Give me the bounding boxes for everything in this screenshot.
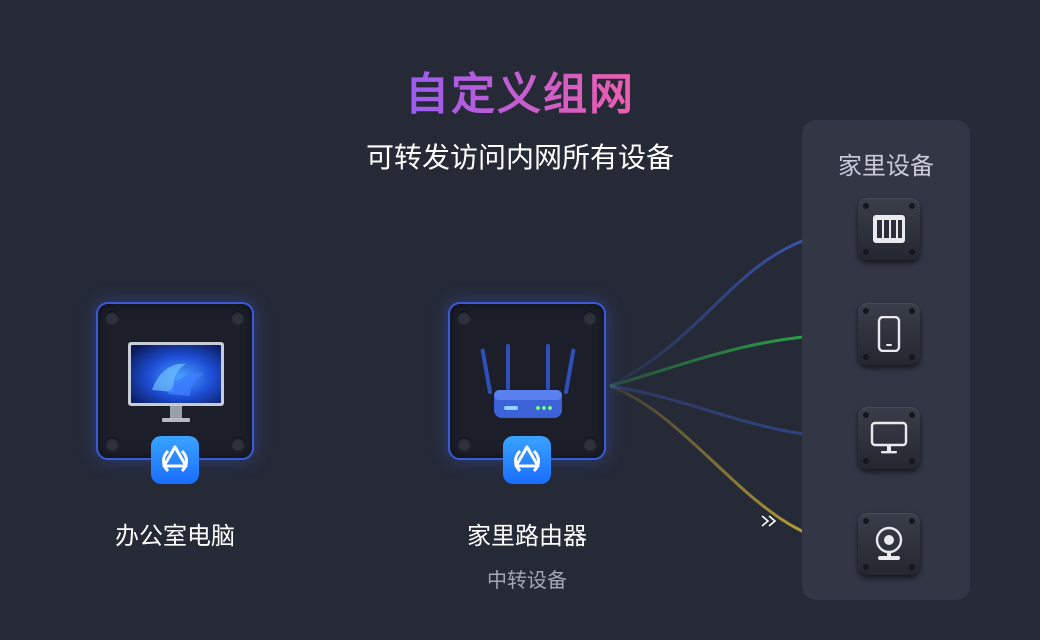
screw [105, 437, 119, 451]
screw [231, 311, 245, 325]
home-device-webcam[interactable] [858, 513, 920, 575]
office-pc-card[interactable] [96, 302, 254, 484]
app-logo-icon [503, 436, 551, 484]
home-devices-panel-title: 家里设备 [838, 152, 934, 180]
office-pc-label: 办公室电脑 [115, 522, 235, 550]
screw [583, 437, 597, 451]
router-icon [480, 344, 576, 418]
phone-icon [877, 316, 901, 352]
home-router-card[interactable] [448, 302, 606, 484]
screw [105, 311, 119, 325]
screw [457, 311, 471, 325]
nas-server-icon [873, 215, 905, 243]
page-subtitle: 可转发访问内网所有设备 [365, 141, 674, 174]
home-device-phone[interactable] [858, 303, 920, 365]
home-device-monitor[interactable] [858, 407, 920, 469]
home-router-sublabel: 中转设备 [487, 568, 567, 592]
tunnel-lines [258, 357, 444, 414]
app-logo-icon [151, 436, 199, 484]
chevron-right-icon [761, 515, 777, 527]
screw [231, 437, 245, 451]
desktop-monitor-icon [128, 342, 224, 422]
monitor-icon [870, 421, 908, 454]
screw [457, 437, 471, 451]
home-device-nas[interactable] [858, 198, 920, 260]
page-title: 自定义组网 [0, 58, 1040, 122]
screw [583, 311, 597, 325]
webcam-icon [875, 526, 903, 560]
home-router-label: 家里路由器 [467, 522, 587, 550]
